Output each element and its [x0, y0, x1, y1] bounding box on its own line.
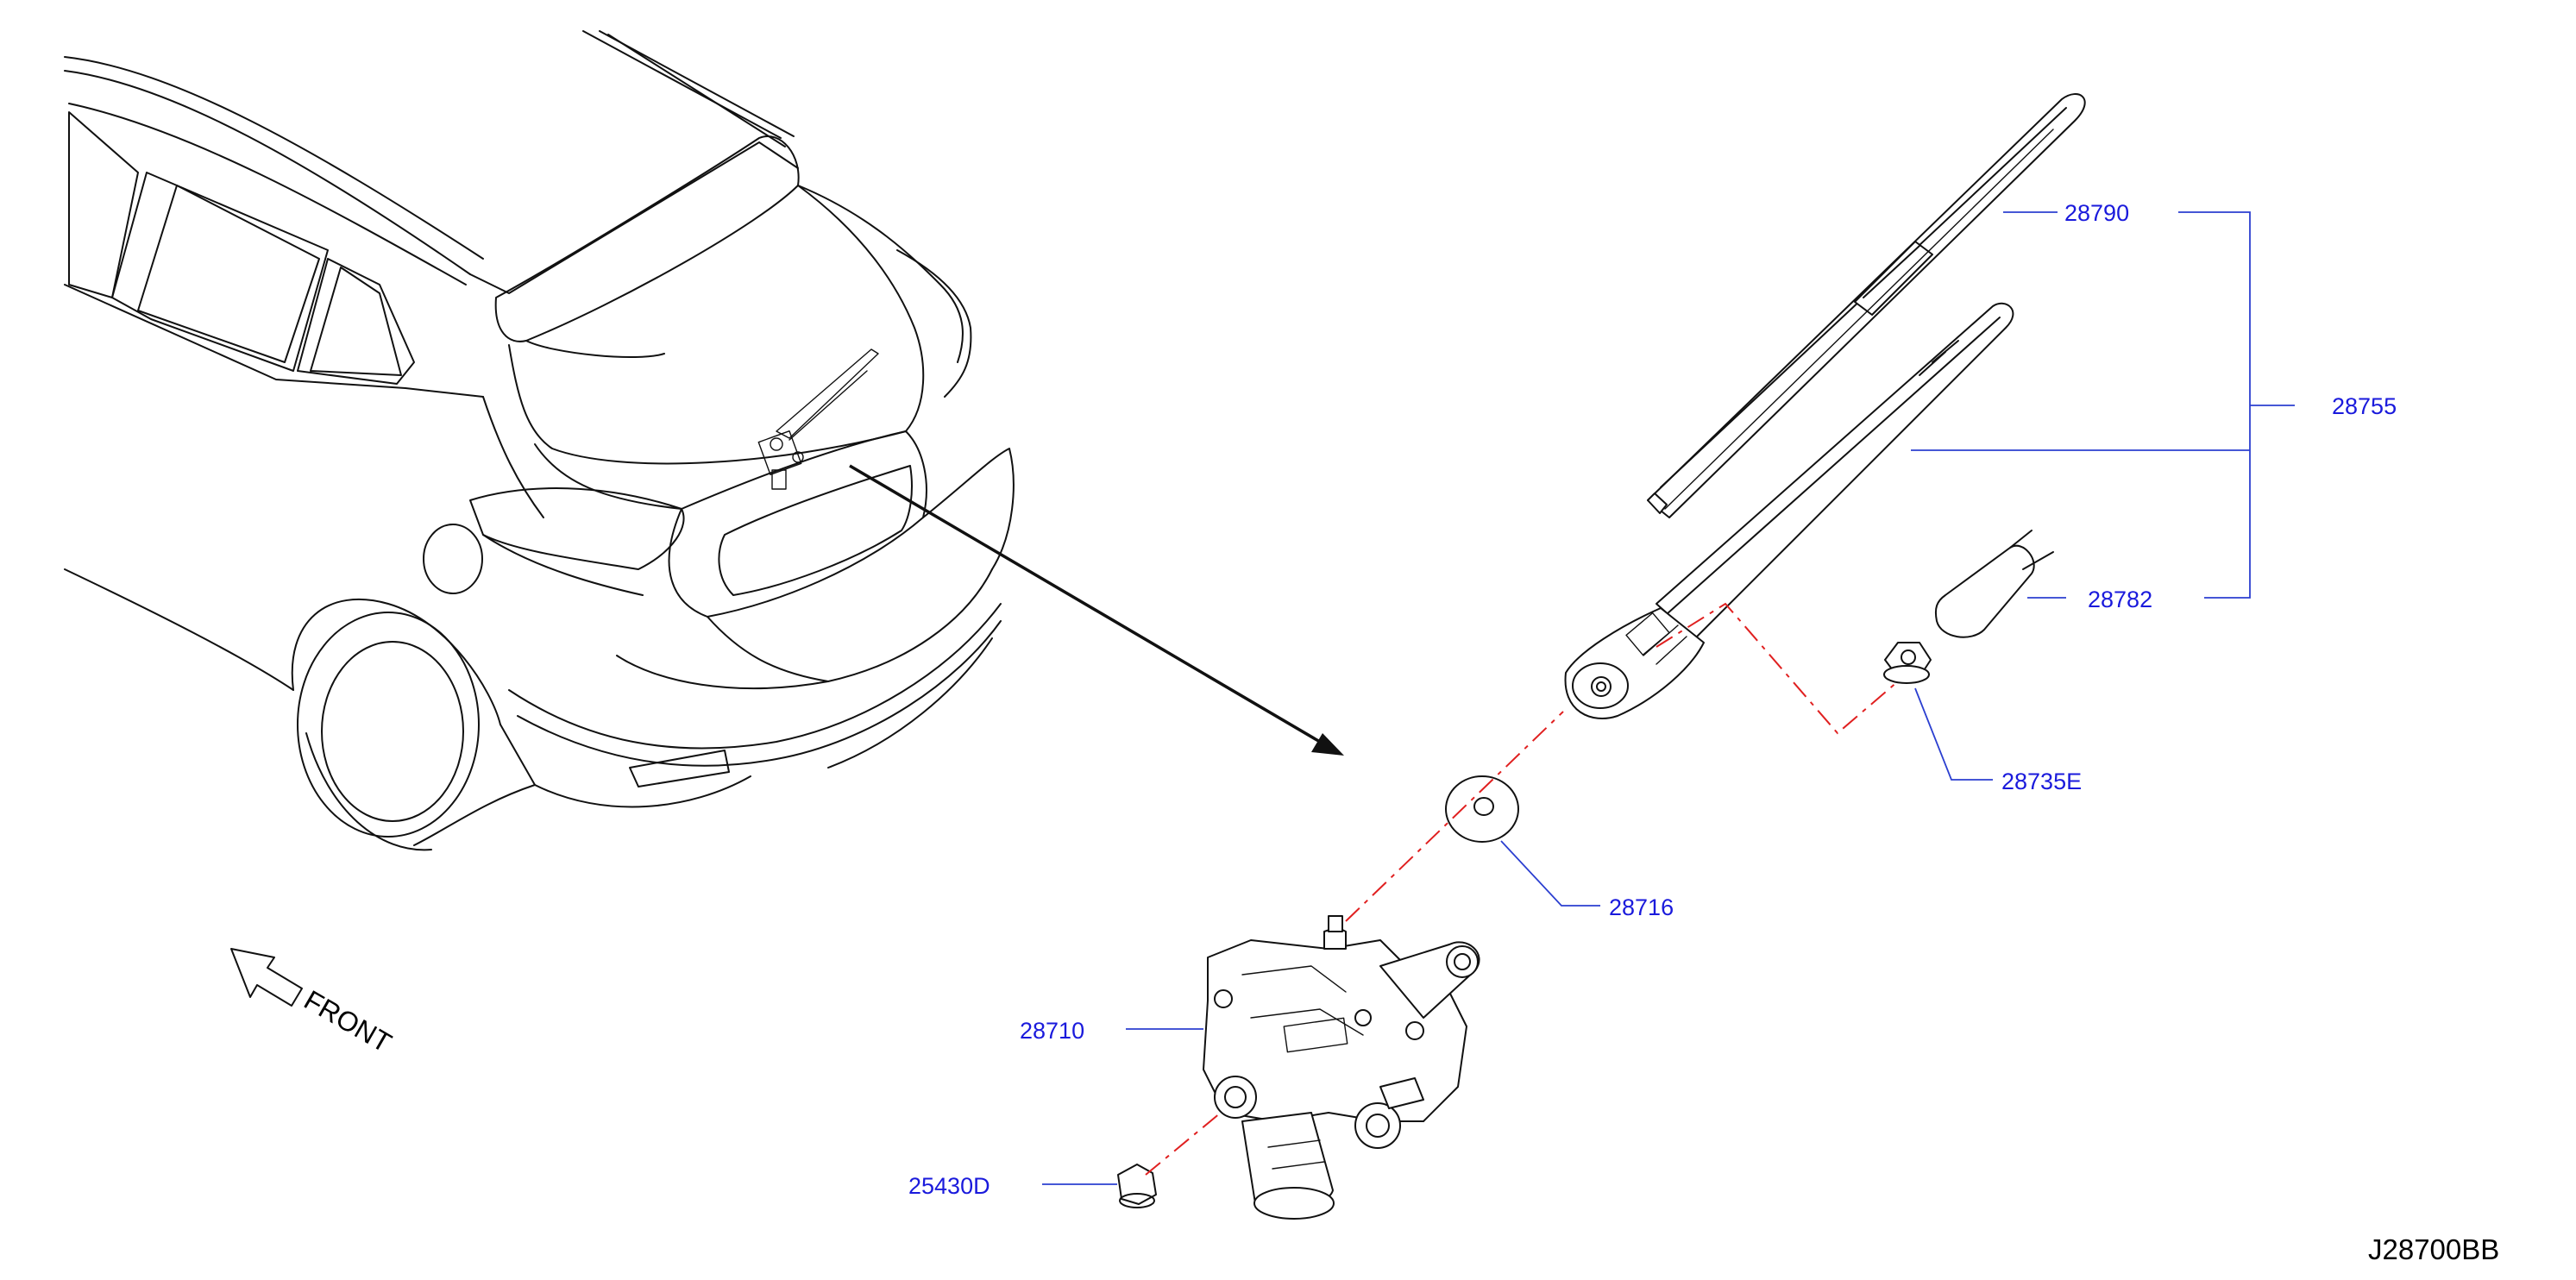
- part-label-28710: 28710: [1020, 1018, 1084, 1044]
- location-arrow: [849, 464, 1344, 756]
- wiper-motor: [1203, 915, 1480, 1220]
- arm-pivot-cap: [1934, 530, 2054, 638]
- leader-lines: [1042, 211, 2295, 1185]
- front-arrow-icon: [230, 948, 303, 1007]
- part-number-labels: 28790 28755 28782 28735E 28716 28710 254…: [908, 200, 2397, 1199]
- part-label-28716: 28716: [1609, 894, 1674, 920]
- diagram-reference-code: J28700BB: [2368, 1233, 2499, 1265]
- front-label: FRONT: [299, 984, 397, 1058]
- wiper-arm: [1564, 302, 2014, 719]
- pivot-washer: [1445, 775, 1519, 843]
- part-label-28735e: 28735E: [2001, 769, 2082, 794]
- part-label-28790: 28790: [2064, 200, 2129, 226]
- wiper-blade: [1647, 93, 2086, 518]
- part-label-25430d: 25430D: [908, 1173, 990, 1199]
- front-direction-indicator: FRONT: [230, 948, 397, 1058]
- assembly-center-lines: [1145, 602, 1899, 1176]
- pivot-nut: [1883, 642, 1932, 684]
- vehicle-rear-outline: [64, 30, 1015, 851]
- part-label-28782: 28782: [2088, 587, 2152, 612]
- part-label-28755: 28755: [2332, 393, 2397, 419]
